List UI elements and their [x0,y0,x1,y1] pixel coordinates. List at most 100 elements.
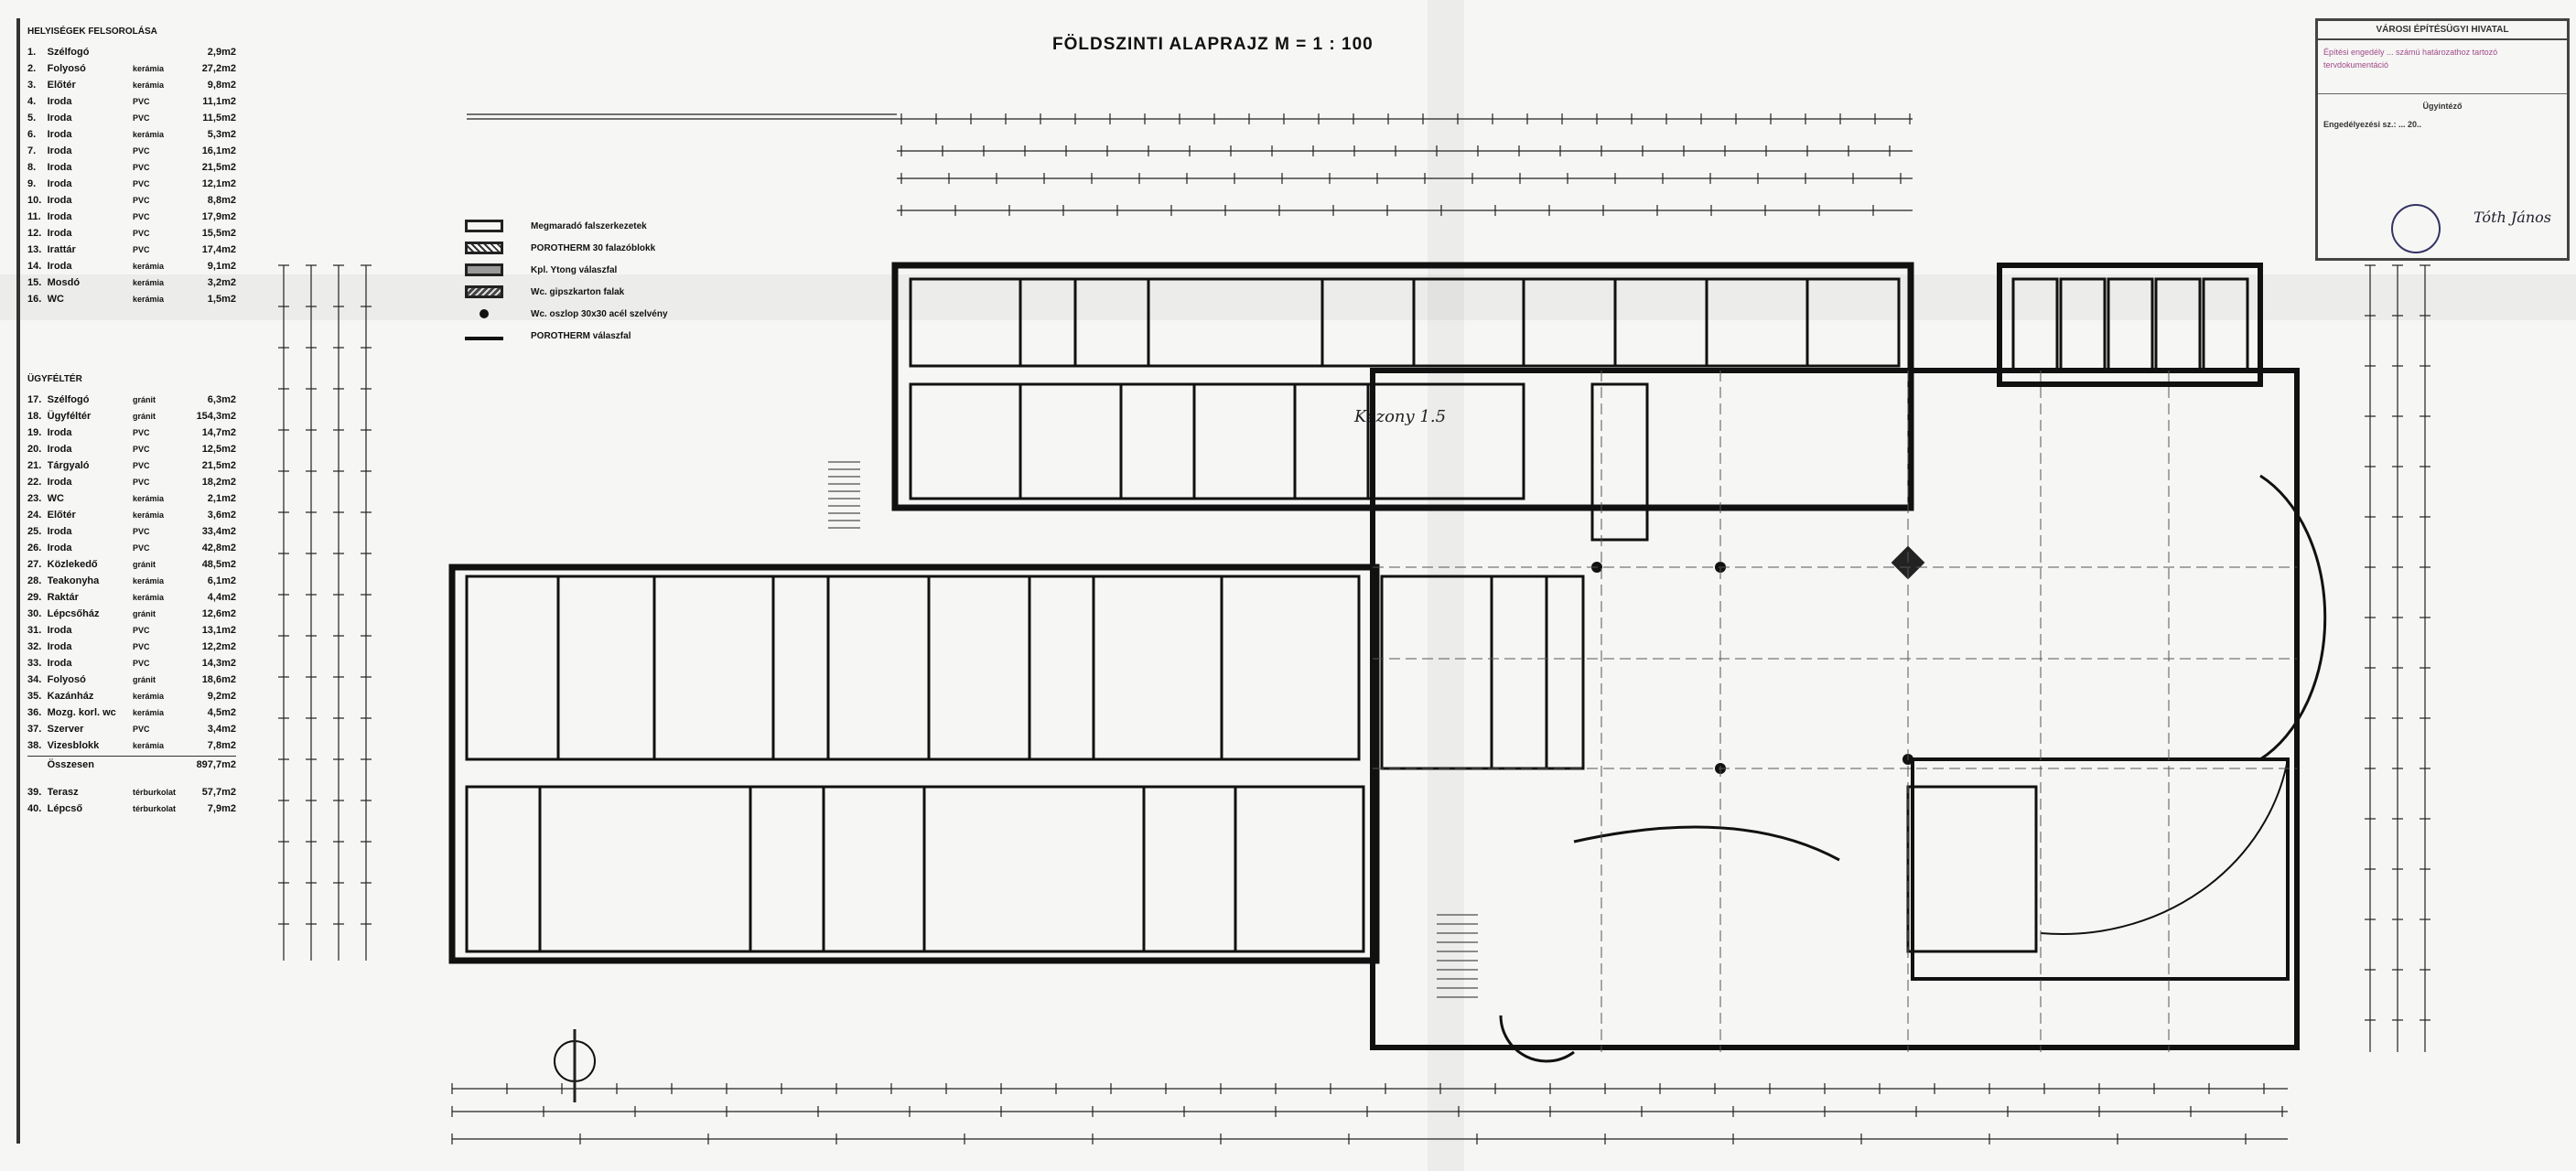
room-no: 20. [27,444,42,455]
room-name: Iroda [47,129,72,140]
room [556,575,656,761]
room-floor: PVC [132,146,150,156]
room-no: 31. [27,625,42,636]
room [909,382,1022,500]
room-area: 14,7m2 [201,427,236,438]
room-no: 33. [27,658,42,669]
room [1380,575,1493,770]
room-floor: térburkolat [132,788,176,797]
drawing-title: FÖLDSZINTI ALAPRAJZ M = 1 : 100 [1052,35,1374,54]
room-no: 13. [27,244,42,255]
room-floor: PVC [132,113,150,123]
room [749,785,825,953]
room-area: 42,8m2 [201,543,236,553]
paper-fold [0,274,2576,320]
building-wing-northeast [1997,263,2263,387]
room [2059,277,2107,372]
room [1522,277,1617,368]
room-name: Tárgyaló [47,460,90,471]
room-no: 29. [27,592,42,603]
room [652,575,775,761]
room-no: 30. [27,608,42,619]
room [1613,277,1708,368]
room-floor: PVC [132,97,150,106]
room-no: 6. [27,129,37,140]
room-area: 2,1m2 [207,493,236,504]
room-name: Szerver [47,724,84,735]
room-no: 32. [27,641,42,652]
room-area: 57,7m2 [201,787,236,798]
room-name: Iroda [47,228,72,239]
legend-item: Megmaradó falszerkezetek [465,215,668,237]
room [2107,277,2154,372]
column-symbol-icon [465,307,503,320]
legend-item: Wc. gipszkarton falak [465,281,668,303]
stamp-subtitle: Ügyintéző [2318,93,2567,111]
room-area: 7,9m2 [207,803,236,814]
room [465,575,560,761]
room [1220,575,1361,761]
room [465,785,542,953]
room-floor: PVC [132,428,150,437]
room-no: 7. [27,145,37,156]
room-no: 2. [27,63,37,74]
room-no: 23. [27,493,42,504]
paper-fold [1428,0,1464,1171]
room-area: 4,4m2 [207,592,236,603]
room-no: 12. [27,228,42,239]
room-no: 14. [27,261,42,272]
building-wing-north [891,262,1914,511]
office-area [1911,757,2290,981]
room [1028,575,1095,761]
stamp-title: VÁROSI ÉPÍTÉSÜGYI HIVATAL [2318,21,2567,40]
room-name: Ügyféltér [47,411,92,422]
entrance-arc [1499,1015,1575,1063]
room [1119,382,1196,500]
official-seal-icon [2391,204,2441,253]
room [822,785,926,953]
bay-window-arc [2259,474,2327,761]
room-floor: PVC [132,212,150,221]
room-no: 4. [27,96,37,107]
room-floor: kerámia [132,494,165,503]
room-area: 21,5m2 [201,162,236,173]
room-floor: kerámia [132,278,165,287]
room [1073,277,1150,368]
room [826,575,931,761]
room-floor: PVC [132,659,150,668]
room-name: Lépcsőház [47,608,100,619]
room-no: 22. [27,477,42,488]
room-area: 27,2m2 [201,63,236,74]
room-floor: gránit [132,675,156,684]
room-no: 27. [27,559,42,570]
room-name: Előtér [47,80,76,91]
room-floor: PVC [132,478,150,487]
handwritten-note: Kezony 1.5 [1354,407,1447,426]
room-name: Szélfogó [47,394,90,405]
room-no: 34. [27,674,42,685]
room [2011,277,2059,372]
room-floor: kerámia [132,741,165,750]
room [1019,382,1123,500]
room-name: Iroda [47,178,72,189]
approval-stamp: VÁROSI ÉPÍTÉSÜGYI HIVATAL Építési engedé… [2315,18,2570,261]
room-floor: kerámia [132,593,165,602]
room [909,277,1022,368]
